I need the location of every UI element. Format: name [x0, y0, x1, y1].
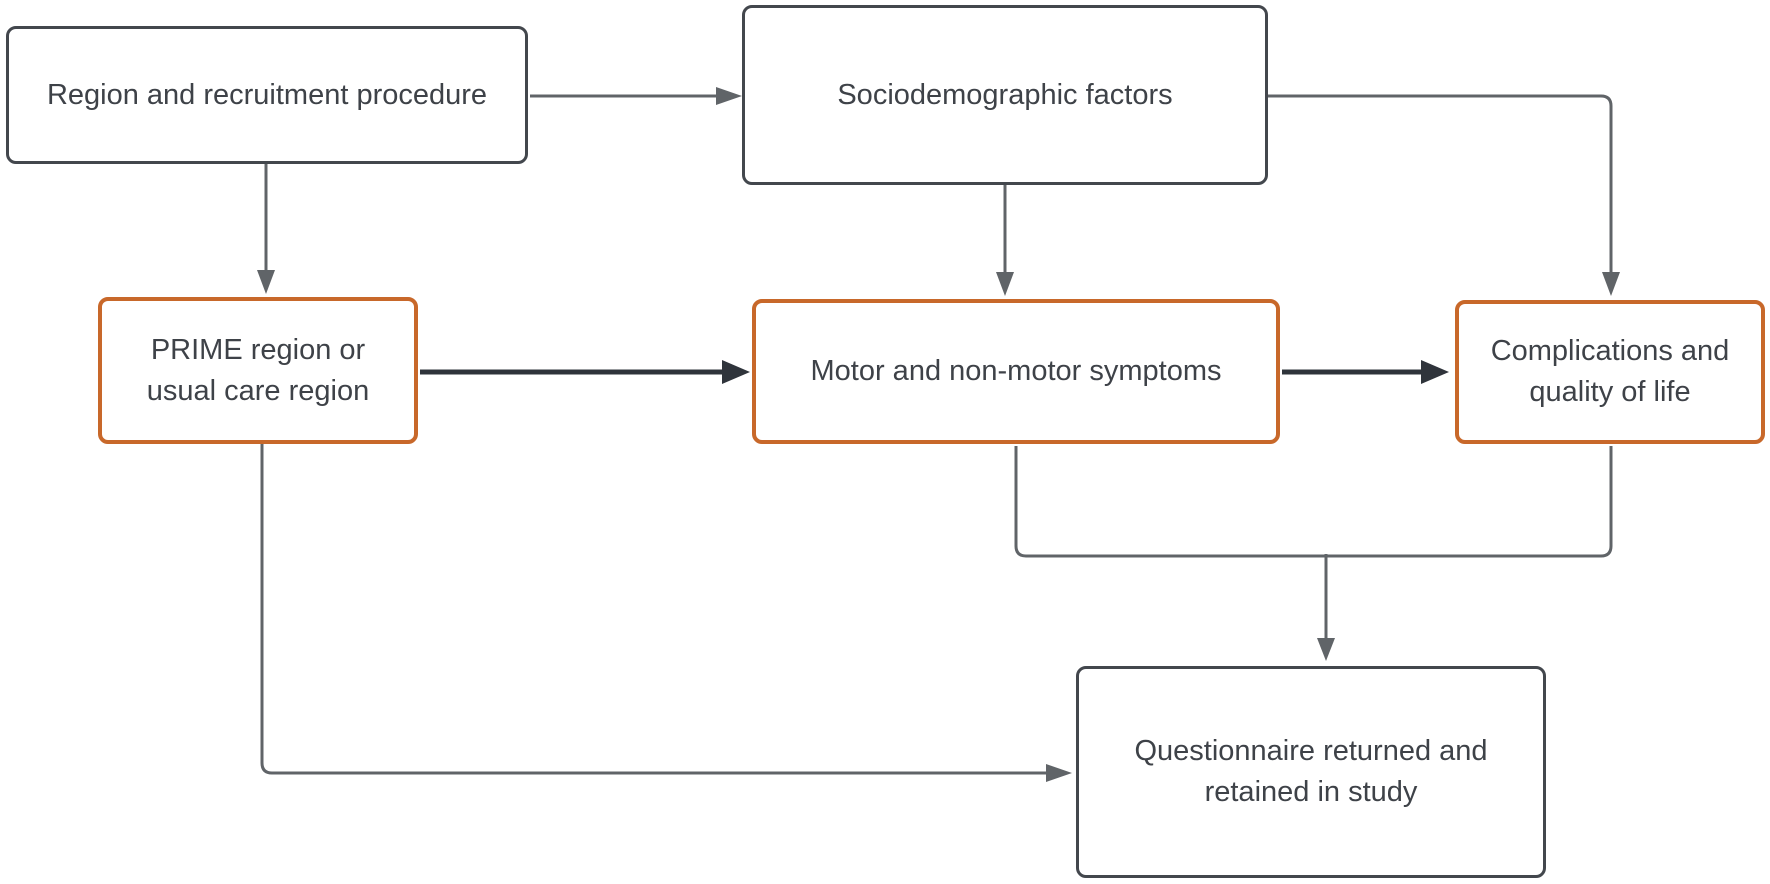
box-label-line: Questionnaire returned and: [1134, 735, 1488, 767]
box-questionnaire-returned-and-retained: Questionnaire returned and retained in s…: [1076, 666, 1546, 878]
box-label-line: PRIME region or: [150, 333, 366, 366]
box-motor-and-non-motor-symptoms: Motor and non-motor symptoms: [752, 299, 1280, 444]
connector-line: [1326, 446, 1613, 558]
connector-line: [1268, 94, 1613, 272]
arrowhead-icon: [1602, 272, 1620, 296]
arrowhead-icon: [1046, 764, 1072, 782]
box-region-and-recruitment-procedure: Region and recruitment procedure: [6, 26, 528, 164]
arrowhead-icon: [1421, 360, 1449, 384]
arrowhead-icon: [1317, 638, 1335, 661]
box-label-line: Complications and: [1490, 335, 1730, 367]
box-label-line: retained in study: [1204, 776, 1418, 808]
connector-line: [1014, 446, 1326, 558]
arrow-sociodemographic-to-motor: [996, 185, 1014, 296]
box-label: Region and recruitment procedure: [46, 78, 488, 111]
box-label: Sociodemographic factors: [837, 78, 1173, 111]
arrow-motor-to-complications: [1282, 360, 1449, 384]
box-sociodemographic-factors: Sociodemographic factors: [742, 5, 1268, 185]
arrowhead-icon: [722, 360, 750, 384]
arrowhead-icon: [257, 270, 275, 294]
arrow-sociodemographic-to-complications: [1268, 94, 1620, 296]
arrow-region-to-sociodemographic: [530, 87, 742, 105]
arrow-prime-to-questionnaire: [260, 444, 1072, 782]
arrow-motor-and-complications-to-questionnaire: [1014, 446, 1613, 661]
box-complications-and-quality-of-life: Complications and quality of life: [1455, 300, 1765, 444]
connector-line: [260, 444, 1046, 775]
box-label: Motor and non-motor symptoms: [810, 355, 1222, 387]
arrow-prime-to-motor: [420, 360, 750, 384]
box-label-line: quality of life: [1529, 376, 1691, 408]
box-label-line: usual care region: [146, 374, 370, 407]
arrowhead-icon: [716, 87, 742, 105]
arrowhead-icon: [996, 272, 1014, 296]
box-prime-region-or-usual-care-region: PRIME region or usual care region: [98, 297, 418, 444]
arrow-region-to-prime: [257, 164, 275, 294]
